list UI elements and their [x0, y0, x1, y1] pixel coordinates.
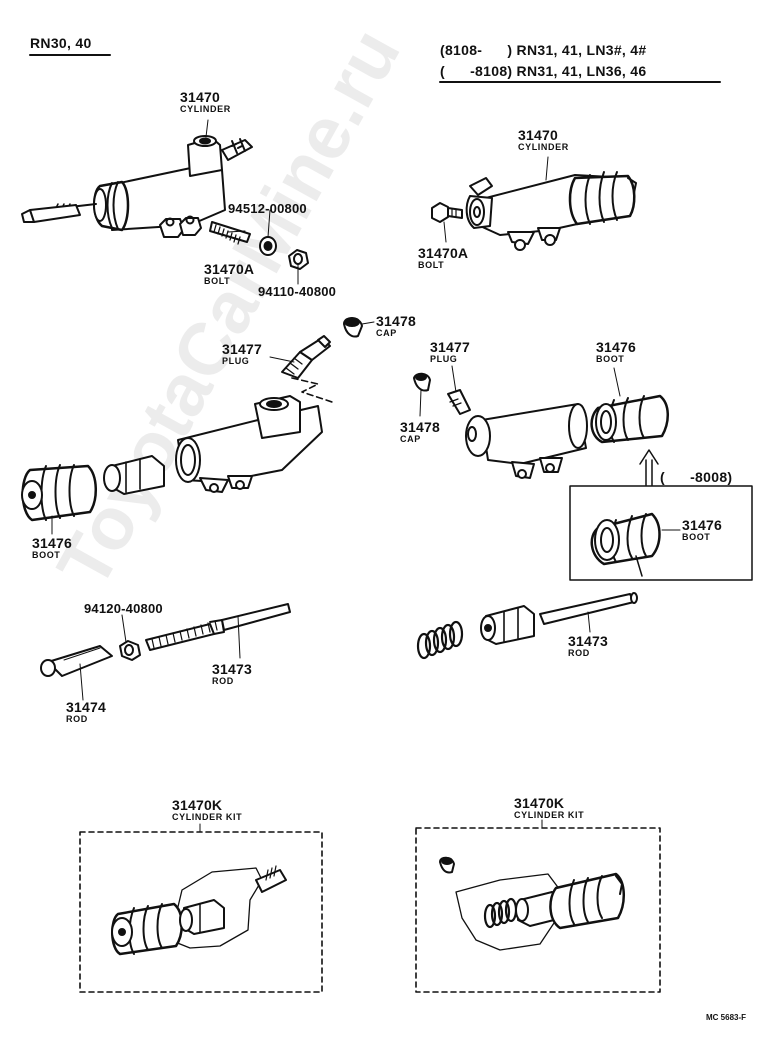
- part-number: 31474: [66, 699, 106, 715]
- part-number: 31470: [180, 89, 220, 105]
- part-number: 31470: [518, 127, 558, 143]
- kit-right-box: [415, 827, 661, 993]
- cylinder-right-drawing: [465, 171, 637, 251]
- label-bolt-left: 31470A BOLT: [204, 262, 254, 286]
- label-kit-left: 31470K CYLINDER KIT: [172, 798, 242, 822]
- part-name: BOOT: [596, 354, 625, 364]
- label-inset-range: ( -8008): [660, 469, 733, 485]
- washer-94512-drawing: [259, 236, 277, 256]
- cylinder-right-body-exploded: [465, 403, 588, 479]
- part-name: BOLT: [204, 276, 231, 286]
- inset-arrow: [639, 449, 659, 486]
- kit-left-drawing: [111, 865, 287, 956]
- part-number: 31470A: [418, 245, 469, 261]
- label-plug-left: 31477 PLUG: [222, 342, 262, 366]
- part-name: BOLT: [418, 260, 445, 270]
- label-rod-left: 31473 ROD: [212, 662, 252, 686]
- cap-right-drawing: [413, 372, 431, 392]
- part-name: ROD: [66, 714, 88, 724]
- kit-left-box: [79, 831, 323, 993]
- part-name: PLUG: [222, 356, 250, 366]
- part-name: CAP: [376, 328, 397, 338]
- part-number: 31476: [596, 339, 636, 355]
- part-number: 31473: [212, 661, 252, 677]
- part-number: 31477: [430, 339, 470, 355]
- label-boot-right: 31476 BOOT: [596, 340, 636, 364]
- boot-left-drawing: [21, 464, 97, 522]
- inset-box: [569, 485, 753, 581]
- label-cylinder-right: 31470 CYLINDER: [518, 128, 569, 152]
- label-plug-right: 31477 PLUG: [430, 340, 470, 364]
- rod-31474-drawing: [40, 645, 113, 677]
- plug-left-drawing: [281, 335, 331, 379]
- cylinder-left-body-exploded: [175, 395, 323, 493]
- piston-left-drawing: [103, 455, 165, 495]
- label-bolt-right: 31470A BOLT: [418, 246, 468, 270]
- leader-lines: [51, 119, 621, 833]
- part-number: 94512-00800: [228, 201, 307, 216]
- header-right-line1: (8108- ) RN31, 41, LN3#, 4#: [440, 42, 647, 58]
- part-name: BOOT: [682, 532, 711, 542]
- rod-right-drawing: [539, 592, 638, 625]
- part-number: 31478: [400, 419, 440, 435]
- label-cap-left: 31478 CAP: [376, 314, 416, 338]
- part-name: CYLINDER KIT: [172, 812, 243, 822]
- part-number: 31477: [222, 341, 262, 357]
- label-boot-left: 31476 BOOT: [32, 536, 72, 560]
- label-cap-right: 31478 CAP: [400, 420, 440, 444]
- part-number: 94120-40800: [84, 601, 163, 616]
- boot-inset-drawing: [590, 512, 661, 577]
- part-number: 31478: [376, 313, 416, 329]
- part-name: CYLINDER KIT: [514, 810, 585, 820]
- part-number: 31476: [682, 517, 722, 533]
- nut-94120-drawing: [119, 640, 141, 661]
- header-left-model: RN30, 40: [30, 35, 92, 51]
- header-right-line2: ( -8108) RN31, 41, LN36, 46: [440, 63, 647, 79]
- part-number: 31470K: [514, 795, 565, 811]
- label-boot-inset: 31476 BOOT: [682, 518, 722, 542]
- label-kit-right: 31470K CYLINDER KIT: [514, 796, 584, 820]
- part-name: BOOT: [32, 550, 61, 560]
- label-rod-31474: 31474 ROD: [66, 700, 106, 724]
- cylinder-left-drawing: [21, 135, 253, 238]
- part-number: 31476: [32, 535, 72, 551]
- label-cylinder-left: 31470 CYLINDER: [180, 90, 231, 114]
- part-name: ROD: [212, 676, 234, 686]
- part-number: 31473: [568, 633, 608, 649]
- plug-right-drawing: [447, 389, 471, 415]
- footer-code: MC 5683-F: [706, 1013, 747, 1022]
- piston-right-drawing: [480, 605, 535, 645]
- nut-94110-drawing: [288, 249, 309, 270]
- part-name: ROD: [568, 648, 590, 658]
- rod-left-drawing: [145, 603, 291, 651]
- part-name: CYLINDER: [180, 104, 231, 114]
- part-number: 94110-40800: [258, 284, 337, 299]
- part-number: 31470K: [172, 797, 223, 813]
- label-nut-94110: 94110-40800: [258, 285, 336, 298]
- part-name: CAP: [400, 434, 421, 444]
- bolt-right-drawing: [431, 202, 463, 223]
- cap-left-drawing: [343, 317, 363, 338]
- label-washer-94512: 94512-00800: [228, 202, 307, 215]
- kit-right-drawing: [439, 856, 625, 951]
- label-rod-right: 31473 ROD: [568, 634, 608, 658]
- label-nut-94120: 94120-40800: [84, 602, 163, 615]
- spring-right-drawing: [416, 620, 464, 660]
- boot-right-drawing: [590, 394, 669, 444]
- part-name: CYLINDER: [518, 142, 569, 152]
- part-name: PLUG: [430, 354, 458, 364]
- assembly-guide-left: [291, 377, 333, 403]
- bolt-left-drawing: [209, 221, 251, 245]
- part-number: 31470A: [204, 261, 255, 277]
